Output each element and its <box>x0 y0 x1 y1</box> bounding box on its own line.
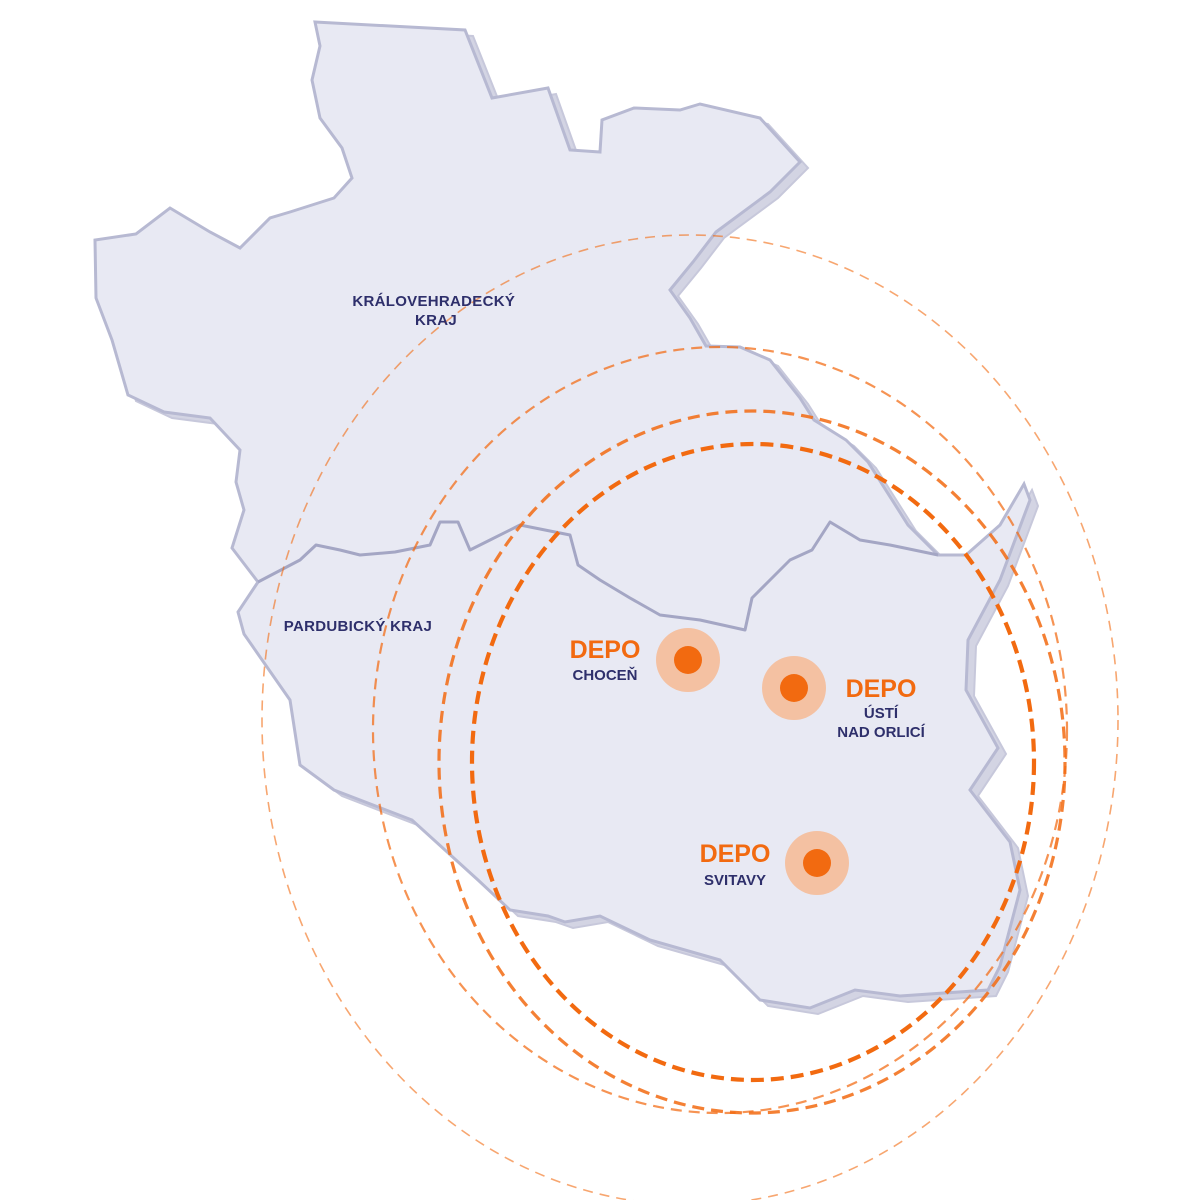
depot-title: DEPO <box>846 675 917 703</box>
depot-usti-nad-orlici[interactable]: DEPO ÚSTÍ NAD ORLICÍ <box>762 656 926 741</box>
label-pardubicky-kraj: PARDUBICKÝ KRAJ <box>284 617 432 635</box>
depot-city: SVITAVY <box>704 872 766 889</box>
region-outline <box>93 20 1032 1010</box>
depot-city: CHOCEŇ <box>572 666 637 684</box>
depot-title: DEPO <box>700 840 771 868</box>
range-circle-inner <box>469 441 1037 1083</box>
range-circle-3 <box>371 345 1069 1115</box>
depot-marker-dot <box>803 849 831 877</box>
range-circle-2 <box>437 409 1067 1115</box>
depot-marker-dot <box>780 674 808 702</box>
depot-svitavy[interactable]: DEPO SVITAVY <box>700 831 849 895</box>
region-border-line <box>257 520 939 632</box>
depot-marker-dot <box>674 646 702 674</box>
depot-city-line2: NAD ORLICÍ <box>837 724 925 741</box>
depot-city: ÚSTÍ <box>864 704 899 722</box>
depot-chocen[interactable]: DEPO CHOCEŇ <box>570 628 720 692</box>
range-circles <box>261 234 1119 1200</box>
depot-title: DEPO <box>570 636 641 664</box>
label-kralovehradecky-kraj: KRÁLOVEHRADECKÝ KRAJ <box>352 292 519 329</box>
range-circle-outer <box>261 234 1119 1200</box>
